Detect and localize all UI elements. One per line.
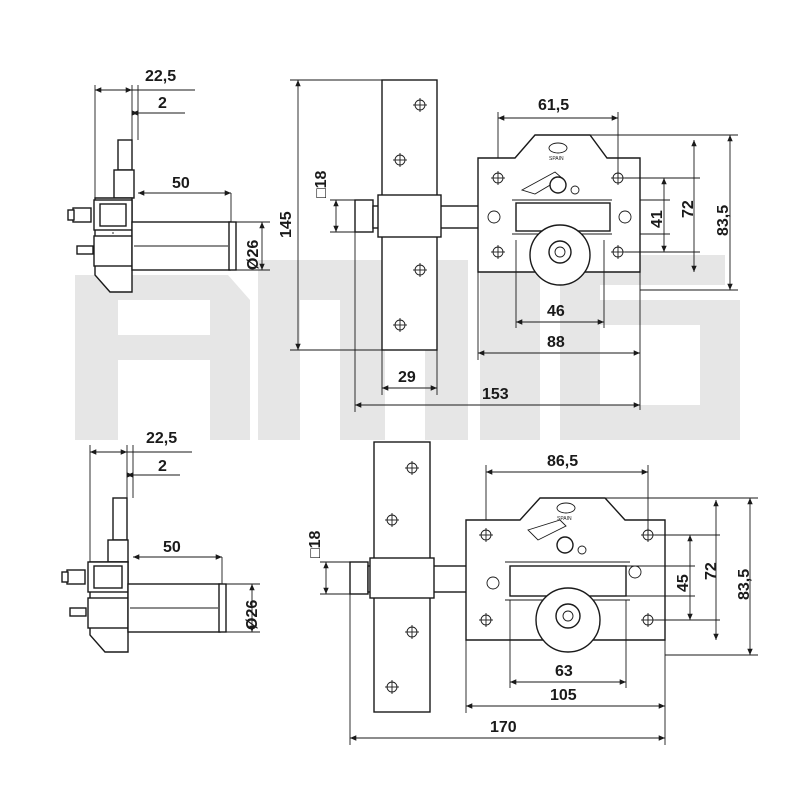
dim-22-5: 22,5	[145, 68, 176, 85]
dim-square-18-top: □18	[313, 170, 330, 198]
dim-square-18-bottom: □18	[307, 530, 324, 558]
top-side-dimensions: 22,5 2 50 Ø26	[94, 68, 270, 271]
dim-83-5-bottom: 83,5	[736, 569, 753, 600]
bottom-front-dimensions: □18 86,5 45 72 83,5 63 105 170	[307, 453, 758, 745]
dim-2-bottom: 2	[158, 458, 167, 475]
dim-105: 105	[550, 687, 577, 704]
dim-170: 170	[490, 719, 517, 736]
dim-145: 145	[278, 211, 295, 238]
dim-46: 46	[547, 303, 565, 320]
dim-153: 153	[482, 386, 509, 403]
bottom-side-dimensions: 22,5 2 50 Ø26	[89, 430, 261, 633]
dim-61-5: 61,5	[538, 97, 569, 114]
dim-63: 63	[555, 663, 573, 680]
brand-text-top: SPAIN	[549, 156, 564, 162]
dim-50-bottom: 50	[163, 539, 181, 556]
brand-text-bottom: SPAIN	[557, 516, 572, 522]
dim-22-5-bottom: 22,5	[146, 430, 177, 447]
dim-45: 45	[675, 574, 692, 592]
top-side-view	[67, 139, 237, 293]
dim-86-5: 86,5	[547, 453, 578, 470]
dim-2: 2	[158, 95, 167, 112]
top-front-view: SPAIN	[354, 79, 641, 351]
top-front-dimensions: 145 □18 61,5 41 72 83,5 46 88 29 1	[278, 79, 738, 412]
dim-diam-26-bottom: Ø26	[244, 600, 261, 630]
bottom-side-view	[61, 497, 227, 653]
dim-72-bottom: 72	[703, 562, 720, 580]
dim-29: 29	[398, 369, 416, 386]
dim-72-top: 72	[680, 200, 697, 218]
dim-41: 41	[649, 210, 666, 228]
dim-50: 50	[172, 175, 190, 192]
dim-diam-26: Ø26	[245, 240, 262, 270]
dim-83-5-top: 83,5	[715, 205, 732, 236]
bottom-front-view: SPAIN	[349, 441, 666, 713]
dim-88: 88	[547, 334, 565, 351]
